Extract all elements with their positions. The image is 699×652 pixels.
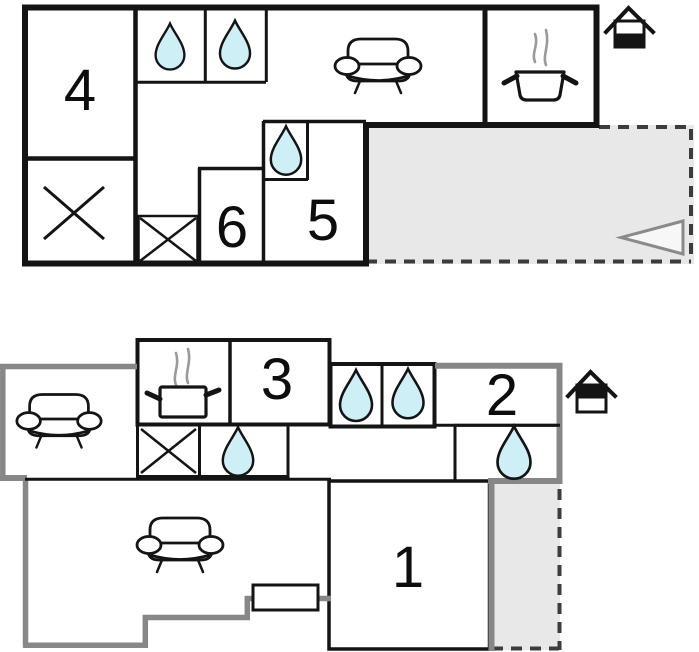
room-number: 2 [486, 363, 518, 428]
upper-terrace-dashed-border [366, 125, 693, 264]
room-number: 6 [216, 195, 248, 260]
lower-terrace-dashed-border [492, 489, 562, 651]
upper-building-outline [22, 4, 600, 267]
stairs-cross-icon [137, 214, 199, 264]
lower-interior-walls [25, 340, 560, 481]
lower-floor-plan: 3 2 1 [0, 338, 618, 651]
upper-floor-plan: 4 6 5 [22, 4, 694, 267]
house-level-indicator-upper-icon [603, 5, 656, 49]
upper-interior-walls [25, 7, 488, 263]
stairs-cross-icon [140, 428, 197, 474]
room-number: 5 [307, 188, 339, 253]
sofa-icon [15, 393, 103, 449]
door-element [251, 583, 320, 612]
room-number: 4 [64, 58, 96, 123]
cooking-pot-icon [501, 28, 579, 102]
window-cross-icon [43, 185, 105, 241]
sofa-icon [135, 516, 225, 574]
lower-gray-walls [0, 362, 563, 651]
house-level-indicator-lower-icon [565, 369, 618, 414]
room-number: 3 [261, 347, 293, 412]
lower-terrace [492, 482, 560, 650]
cooking-pot-icon [144, 347, 222, 419]
room-number: 1 [392, 535, 424, 600]
terrace-direction-arrow-icon [615, 219, 685, 256]
